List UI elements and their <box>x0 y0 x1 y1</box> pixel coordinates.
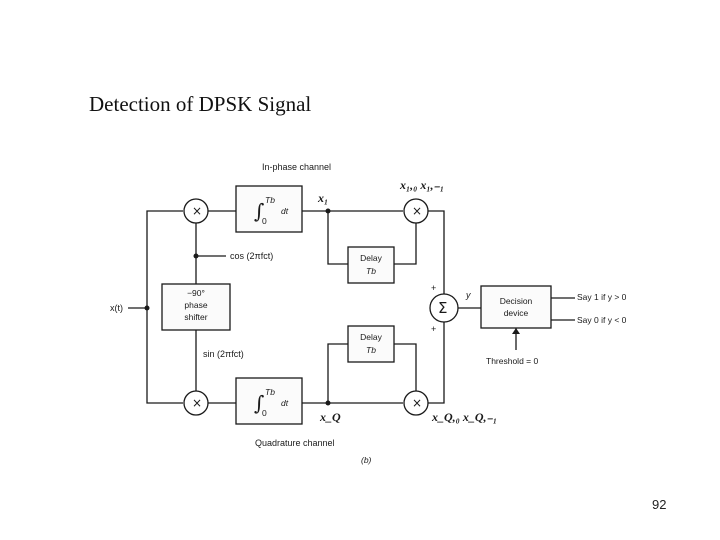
input-to-lower-multiplier <box>146 308 183 404</box>
summer-symbol: Σ <box>438 299 447 317</box>
quadrature-integrator <box>235 377 303 425</box>
decision-device-line2: device <box>504 308 529 318</box>
phase-shifter-line1: −90° <box>187 288 205 298</box>
phase-shifter-line2: phase <box>184 300 207 310</box>
integral-symbol: ∫ <box>254 199 264 223</box>
output-say-0: Say 0 if y < 0 <box>577 315 627 325</box>
sin-carrier-label: sin (2πfct) <box>203 349 244 359</box>
threshold-arrow <box>512 328 520 334</box>
delay-value: Tb <box>366 266 376 276</box>
phase-shifter-line3: shifter <box>184 312 207 322</box>
upper-to-delay <box>327 211 348 265</box>
output-say-1: Say 1 if y > 0 <box>577 292 627 302</box>
handwritten-x1: x₁ <box>317 191 328 205</box>
multiplier-symbol: × <box>192 204 202 218</box>
integral-lower-limit: 0 <box>262 408 267 418</box>
figure-label: (b) <box>361 455 372 465</box>
input-to-upper-multiplier <box>146 210 183 308</box>
multiplier-symbol: × <box>192 396 202 410</box>
delay-to-multiplier-lower <box>394 343 417 391</box>
integral-upper-limit: Tb <box>265 195 275 205</box>
integral-dt: dt <box>281 206 289 216</box>
handwritten-xq: x_Q <box>319 410 341 424</box>
delay-to-multiplier-upper <box>394 223 417 265</box>
page-number: 92 <box>652 497 667 512</box>
sum-output-label: y <box>465 290 471 300</box>
quadrature-delay-block <box>347 325 395 363</box>
summer-plus-lower: + <box>431 324 436 334</box>
upper-product-to-summer <box>428 210 445 294</box>
integral-upper-limit: Tb <box>265 387 275 397</box>
handwritten-in-phase-product: x₁,₀ x₁,₋₁ <box>399 178 444 192</box>
multiplier-symbol: × <box>412 204 422 218</box>
integral-dt: dt <box>281 398 289 408</box>
quadrature-channel-label: Quadrature channel <box>255 438 335 448</box>
in-phase-delay-block <box>347 246 395 284</box>
in-phase-integrator <box>235 185 303 233</box>
cos-carrier-label: cos (2πfct) <box>230 251 273 261</box>
lower-product-to-summer <box>428 322 445 404</box>
delay-label: Delay <box>360 253 382 263</box>
decision-device-block <box>480 285 552 329</box>
threshold-label: Threshold = 0 <box>486 356 538 366</box>
handwritten-quadrature-product: x_Q,₀ x_Q,₋₁ <box>431 410 497 424</box>
slide-title: Detection of DPSK Signal <box>89 92 312 116</box>
multiplier-symbol: × <box>412 396 422 410</box>
in-phase-channel-label: In-phase channel <box>262 162 331 172</box>
integral-lower-limit: 0 <box>262 216 267 226</box>
input-signal-label: x(t) <box>110 303 123 313</box>
delay-label: Delay <box>360 332 382 342</box>
delay-value: Tb <box>366 345 376 355</box>
lower-to-delay <box>327 343 348 403</box>
summer-plus-upper: + <box>431 283 436 293</box>
integral-symbol: ∫ <box>254 391 264 415</box>
decision-device-line1: Decision <box>500 296 533 306</box>
